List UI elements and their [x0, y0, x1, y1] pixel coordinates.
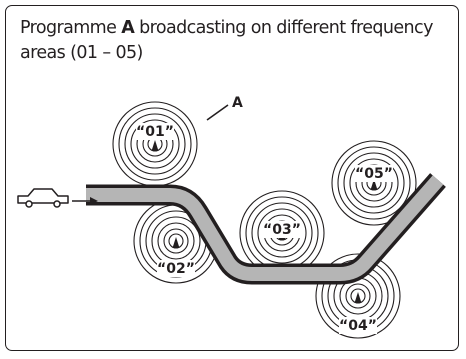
- signal-ring: [345, 283, 371, 309]
- area-label-backdrop: [157, 260, 195, 277]
- frequency-area-01: “01”: [112, 101, 198, 187]
- arrow-right-icon: [72, 197, 98, 205]
- car-icon: [17, 188, 69, 208]
- road: [86, 173, 446, 285]
- caption-programme-letter: A: [121, 18, 135, 38]
- area-label-05: “05”: [355, 166, 393, 182]
- antenna-icon: [370, 179, 378, 190]
- diagram-caption: Programme A broadcasting on different fr…: [20, 16, 450, 66]
- antenna-icon: [172, 237, 180, 248]
- signal-ring: [315, 253, 401, 339]
- area-label-02: “02”: [157, 261, 195, 277]
- signal-ring: [331, 140, 417, 226]
- antenna-icon: [151, 140, 159, 151]
- signal-ring: [337, 146, 411, 220]
- signal-ring: [343, 152, 405, 214]
- area-label-backdrop: [263, 221, 301, 238]
- area-label-04: “04”: [339, 318, 377, 334]
- signal-ring: [118, 107, 192, 181]
- signal-ring: [257, 208, 307, 258]
- caption-suffix: broadcasting on different frequency area…: [20, 18, 433, 63]
- callout-leader-line: [206, 104, 229, 121]
- area-label-backdrop: [136, 123, 174, 140]
- area-label-backdrop: [339, 317, 377, 334]
- area-label-backdrop: [355, 165, 393, 182]
- antenna-icon: [354, 292, 362, 303]
- frequency-area-05: “05”: [331, 140, 417, 226]
- area-label-03: “03”: [263, 222, 301, 238]
- caption-prefix: Programme: [20, 18, 122, 38]
- frequency-areas: “01” “02” “03” “04” “05”: [112, 101, 417, 339]
- area-label-01: “01”: [136, 124, 174, 140]
- signal-ring: [130, 119, 180, 169]
- callout-label: A: [232, 95, 243, 111]
- signal-ring: [157, 222, 195, 260]
- signal-ring: [251, 202, 313, 264]
- frequency-area-03: “03”: [239, 190, 325, 276]
- signal-ring: [349, 158, 399, 208]
- signal-ring: [163, 228, 189, 254]
- signal-ring: [124, 113, 186, 175]
